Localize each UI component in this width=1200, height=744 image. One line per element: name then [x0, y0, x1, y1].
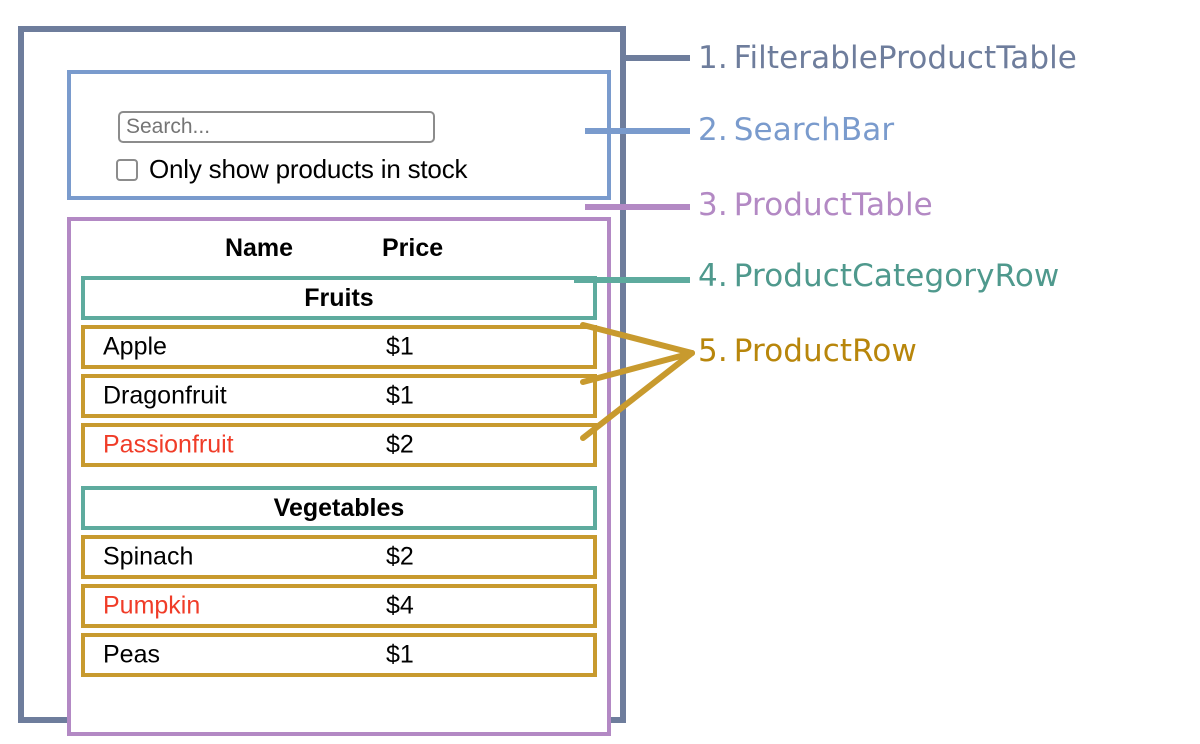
- annotation-text: ProductTable: [733, 187, 933, 223]
- product-name: Peas: [103, 640, 160, 669]
- product-price: $1: [386, 332, 414, 361]
- category-label: Vegetables: [273, 493, 405, 522]
- product-name: Apple: [103, 332, 167, 361]
- filterable-product-table-frame: Only show products in stock Name Price F…: [18, 26, 626, 736]
- product-row: Peas $1: [81, 633, 597, 677]
- annotation-text: ProductCategoryRow: [733, 258, 1060, 294]
- annotation-label-product-table: 3.ProductTable: [698, 187, 933, 223]
- column-header-name: Name: [224, 233, 294, 262]
- search-input[interactable]: [118, 111, 435, 143]
- product-price: $2: [386, 542, 414, 571]
- product-price: $1: [386, 640, 414, 669]
- annotation-number: 3.: [698, 187, 728, 223]
- product-category-row: Fruits: [81, 276, 597, 320]
- annotation-label-product-category-row: 4.ProductCategoryRow: [698, 258, 1059, 294]
- annotation-number: 4.: [698, 258, 728, 294]
- annotation-text: FilterableProductTable: [733, 40, 1077, 76]
- in-stock-checkbox-label: Only show products in stock: [149, 154, 468, 184]
- product-price: $4: [386, 591, 414, 620]
- search-bar-frame: Only show products in stock: [67, 70, 611, 200]
- product-table-frame: Name Price Fruits Apple $1 Dragonfruit $…: [67, 217, 611, 736]
- annotation-number: 5.: [698, 333, 728, 369]
- product-category-row: Vegetables: [81, 486, 597, 530]
- product-name: Passionfruit: [103, 430, 234, 459]
- product-row: Pumpkin $4: [81, 584, 597, 628]
- product-row: Apple $1: [81, 325, 597, 369]
- annotation-text: ProductRow: [733, 333, 917, 369]
- annotation-number: 1.: [698, 40, 728, 76]
- product-price: $1: [386, 381, 414, 410]
- annotation-number: 2.: [698, 112, 728, 148]
- annotation-label-product-row: 5.ProductRow: [698, 333, 917, 369]
- product-row: Passionfruit $2: [81, 423, 597, 467]
- product-row: Dragonfruit $1: [81, 374, 597, 418]
- product-name: Pumpkin: [103, 591, 201, 620]
- product-name: Dragonfruit: [103, 381, 227, 410]
- product-table-header: Name Price: [71, 229, 607, 267]
- product-price: $2: [386, 430, 414, 459]
- category-label: Fruits: [304, 283, 374, 312]
- product-row: Spinach $2: [81, 535, 597, 579]
- group-spacer: [81, 472, 597, 486]
- annotation-label-search-bar: 2.SearchBar: [698, 112, 894, 148]
- checkbox-icon[interactable]: [116, 158, 138, 181]
- product-name: Spinach: [103, 542, 194, 571]
- product-table-body: Fruits Apple $1 Dragonfruit $1 Passionfr…: [81, 276, 597, 682]
- column-header-price: Price: [382, 233, 444, 262]
- annotation-text: SearchBar: [733, 112, 895, 148]
- in-stock-checkbox-row[interactable]: Only show products in stock: [116, 154, 467, 185]
- annotation-label-filterable-product-table: 1.FilterableProductTable: [698, 40, 1077, 76]
